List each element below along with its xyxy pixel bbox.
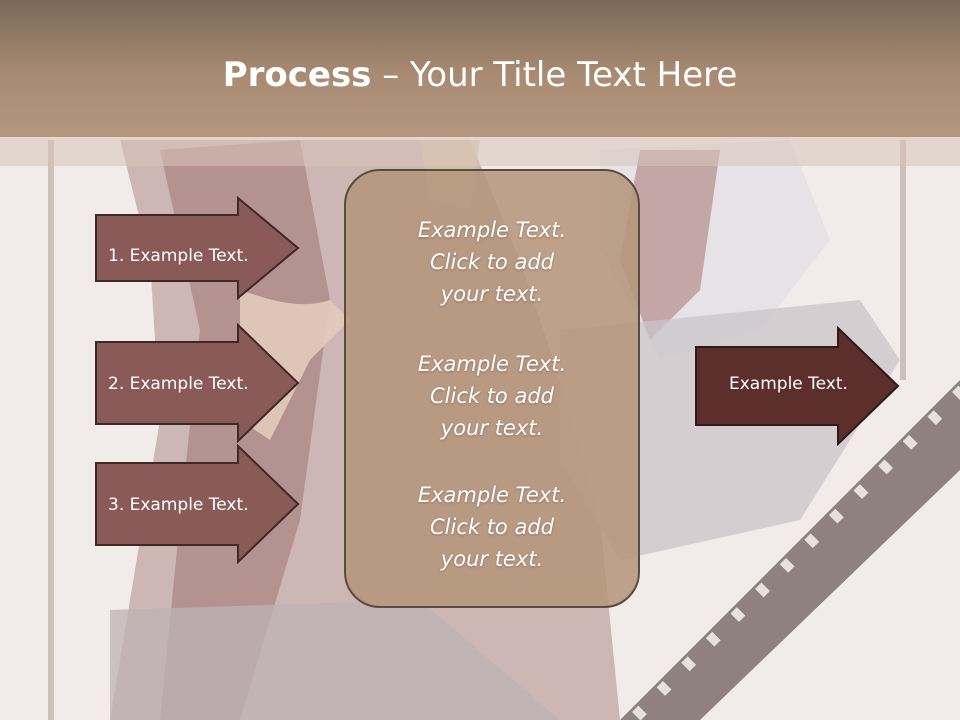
left-arrow-3-label: 3. Example Text. — [108, 495, 249, 515]
film-hole — [901, 524, 917, 540]
left-arrow-1-label: 1. Example Text. — [108, 246, 249, 266]
film-hole — [681, 656, 697, 672]
right-arrow-label: Example Text. — [729, 374, 848, 394]
left-arrow-1[interactable] — [94, 196, 300, 300]
left-arrow-2-label: 2. Example Text. — [108, 374, 249, 394]
title-bar — [0, 0, 960, 137]
film-hole — [927, 410, 943, 426]
window-frame-left — [48, 140, 54, 720]
window-frame-right — [900, 140, 906, 380]
center-text-block-1[interactable]: Example Text. Click to add your text. — [346, 214, 638, 310]
film-hole — [804, 533, 820, 549]
film-hole — [853, 484, 869, 499]
film-hole — [825, 600, 841, 615]
center-text-block-2[interactable]: Example Text. Click to add your text. — [346, 348, 638, 444]
film-hole — [705, 631, 721, 647]
film-hole — [863, 562, 879, 578]
center-text-block-3[interactable]: Example Text. Click to add your text. — [346, 479, 638, 575]
center-text-line: Click to add — [429, 515, 554, 539]
center-text-line: Example Text. — [417, 218, 567, 242]
film-hole — [768, 656, 784, 672]
title-strip — [0, 137, 960, 166]
film-hole — [755, 582, 770, 598]
film-hole — [656, 681, 672, 696]
right-arrow[interactable] — [694, 326, 902, 446]
center-text-line: Example Text. — [417, 352, 567, 376]
film-hole — [787, 637, 803, 653]
center-text-line: your text. — [440, 416, 544, 440]
left-arrow-2[interactable] — [94, 323, 300, 443]
center-text-line: Example Text. — [417, 483, 567, 507]
film-hole — [951, 385, 960, 401]
title-rest: – Your Title Text Here — [371, 55, 738, 95]
title-bold: Process — [222, 55, 372, 95]
center-text-line: Click to add — [429, 384, 554, 408]
film-hole — [806, 619, 822, 634]
film-hole — [878, 459, 894, 475]
center-text-line: your text. — [440, 547, 544, 571]
figure-arm — [620, 150, 720, 340]
left-arrow-3[interactable] — [94, 444, 300, 564]
figure-lower — [110, 600, 560, 720]
film-hole — [920, 505, 936, 521]
film-hole — [712, 713, 727, 720]
film-hole — [902, 434, 918, 450]
film-hole — [779, 557, 795, 573]
slide-title[interactable]: Process – Your Title Text Here — [0, 52, 960, 98]
film-hole — [828, 508, 844, 524]
film-hole — [749, 675, 765, 691]
film-hole — [730, 607, 746, 623]
film-hole — [844, 581, 860, 597]
film-hole — [632, 705, 647, 720]
center-text-line: your text. — [440, 282, 544, 306]
film-hole — [730, 694, 746, 710]
center-text-line: Click to add — [429, 250, 554, 274]
center-text-box[interactable]: Example Text. Click to add your text. Ex… — [344, 169, 640, 608]
film-hole — [939, 486, 954, 502]
film-hole — [882, 543, 898, 559]
film-strip — [620, 380, 960, 720]
